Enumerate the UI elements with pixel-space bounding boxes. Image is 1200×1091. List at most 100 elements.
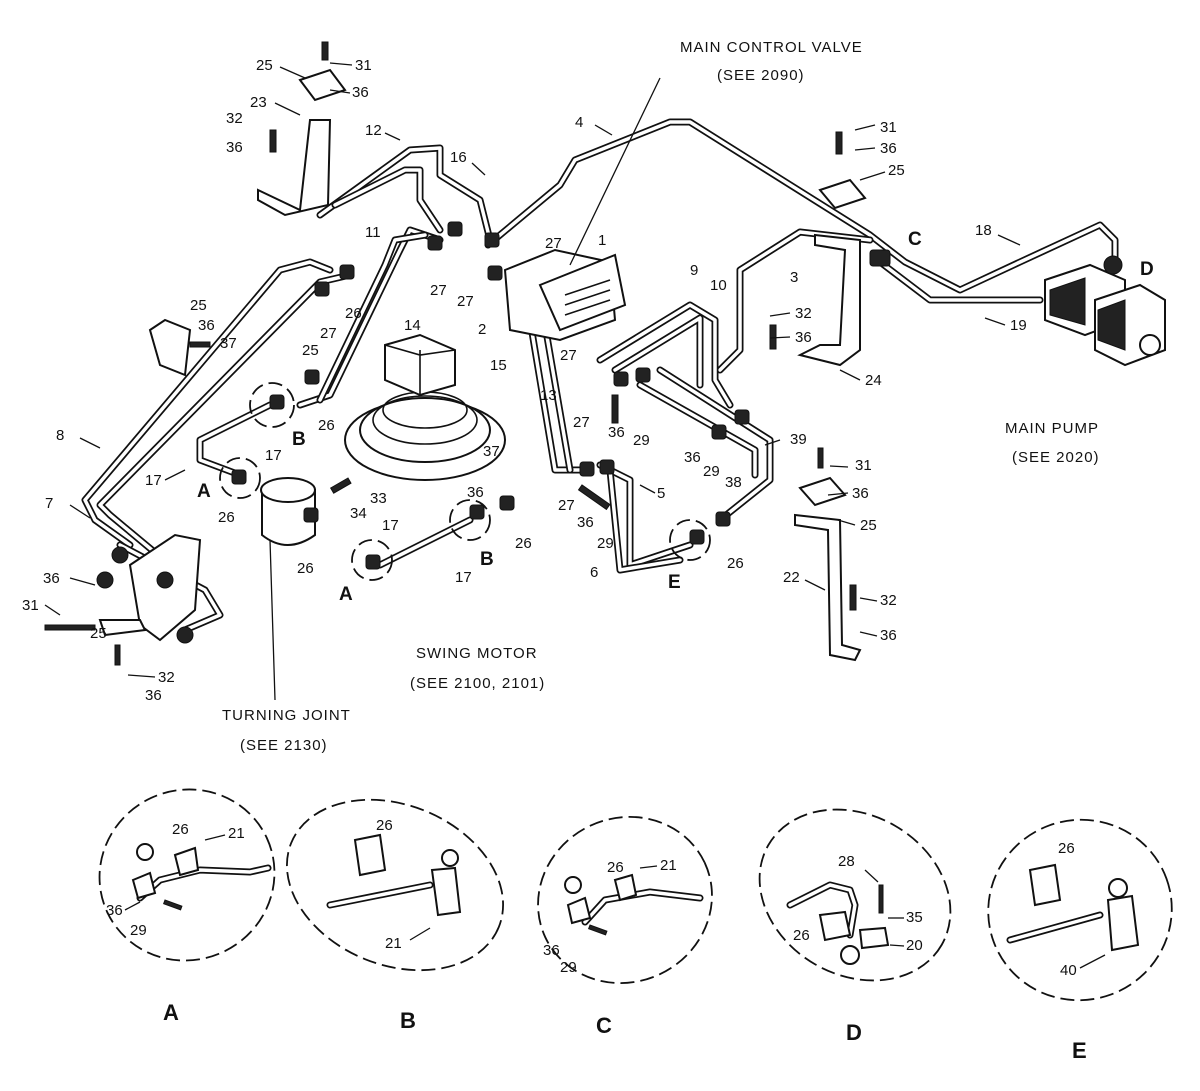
callout-label: 6 — [590, 564, 598, 581]
callout-label: 26 — [515, 535, 532, 552]
detail-e-letter: E — [1072, 1038, 1087, 1063]
detail-c-callout: 36 — [543, 942, 560, 959]
callout-label: 19 — [1010, 317, 1027, 334]
main-control-valve — [503, 248, 627, 342]
callout-label: 31 — [22, 597, 39, 614]
callout-label: 36 — [226, 139, 243, 156]
turning-joint-ref: (SEE 2130) — [240, 737, 328, 754]
detail-a-callout: 29 — [130, 922, 147, 939]
callout-label: 29 — [703, 463, 720, 480]
callout-label: 17 — [382, 517, 399, 534]
detail-c-callout: 26 — [607, 859, 624, 876]
detail-view-d: 28 35 26 20 D — [758, 808, 952, 1045]
callout-label: 31 — [880, 119, 897, 136]
callout-label: 18 — [975, 222, 992, 239]
callout-label: 25 — [256, 57, 273, 74]
connection-letter-c: C — [908, 229, 922, 250]
detail-d-callout: 28 — [838, 853, 855, 870]
callout-label: 24 — [865, 372, 882, 389]
detail-a-letter: A — [163, 1000, 179, 1025]
callout-label: 25 — [860, 517, 877, 534]
callout-label: 31 — [355, 57, 372, 74]
swing-motor — [344, 333, 506, 481]
joint-highlights — [219, 382, 711, 581]
detail-d-letter: D — [846, 1020, 862, 1045]
callout-label: 27 — [457, 293, 474, 310]
callout-label: 27 — [430, 282, 447, 299]
callout-label: 17 — [455, 569, 472, 586]
callout-label: 31 — [855, 457, 872, 474]
callout-label: 10 — [710, 277, 727, 294]
callout-label: 27 — [573, 414, 590, 431]
callout-label: 33 — [370, 490, 387, 507]
connection-letter-b-upper: B — [292, 429, 306, 450]
callout-label: 3 — [790, 269, 798, 286]
hydraulic-lines — [81, 118, 1119, 634]
bracket-23 — [257, 41, 347, 217]
callout-label: 11 — [365, 224, 381, 241]
callout-label: 36 — [684, 449, 701, 466]
callout-label: 37 — [483, 443, 500, 460]
detail-view-e: 26 40 E — [987, 818, 1173, 1063]
detail-c-callout: 21 — [660, 857, 677, 874]
detail-e-callout: 40 — [1060, 962, 1077, 979]
callout-label: 32 — [880, 592, 897, 609]
swing-motor-ref: (SEE 2100, 2101) — [410, 675, 545, 692]
callout-label: 32 — [795, 305, 812, 322]
detail-d-callout: 26 — [793, 927, 810, 944]
callout-label: 36 — [198, 317, 215, 334]
detail-b-callout: 26 — [376, 817, 393, 834]
detail-a-callout: 21 — [228, 825, 245, 842]
callout-label: 25 — [190, 297, 207, 314]
callout-numbers: 31 25 36 23 32 36 12 11 16 27 1 4 31 36 … — [22, 57, 1027, 704]
connection-letter-d: D — [1140, 259, 1154, 280]
callout-label: 16 — [450, 149, 467, 166]
callout-label: 26 — [345, 305, 362, 322]
detail-a-callout: 36 — [106, 902, 123, 919]
callout-label: 9 — [690, 262, 698, 279]
callout-label: 27 — [558, 497, 575, 514]
callout-label: 1 — [598, 232, 606, 249]
detail-view-c: 26 21 36 29 C — [537, 815, 713, 1038]
bracket-22 — [794, 476, 862, 662]
callout-label: 25 — [90, 625, 107, 642]
callout-label: 36 — [880, 627, 897, 644]
detail-view-b: 26 21 B — [286, 798, 504, 1033]
callout-label: 32 — [226, 110, 243, 127]
callout-label: 36 — [880, 140, 897, 157]
callout-label: 27 — [545, 235, 562, 252]
callout-label: 26 — [218, 509, 235, 526]
callout-label: 27 — [560, 347, 577, 364]
bracket-24 — [797, 233, 861, 367]
detail-d-callout: 35 — [906, 909, 923, 926]
main-pump-label: MAIN PUMP — [1005, 420, 1099, 437]
callout-label: 15 — [490, 357, 507, 374]
callout-label: 36 — [43, 570, 60, 587]
callout-label: 29 — [633, 432, 650, 449]
bracket-left-25 — [148, 318, 192, 377]
callout-label: 36 — [145, 687, 162, 704]
turning-joint — [260, 477, 316, 701]
callout-label: 25 — [888, 162, 905, 179]
callout-label: 17 — [265, 447, 282, 464]
connection-letter-a-upper: A — [197, 481, 211, 502]
main-pump — [1044, 263, 1166, 367]
callout-label: 36 — [352, 84, 369, 101]
detail-e-callout: 26 — [1058, 840, 1075, 857]
callout-label: 36 — [467, 484, 484, 501]
callout-label: 39 — [790, 431, 807, 448]
callout-label: 32 — [158, 669, 175, 686]
callout-label: 26 — [727, 555, 744, 572]
callout-label: 14 — [404, 317, 421, 334]
flange-connectors — [44, 129, 1123, 666]
callout-label: 26 — [297, 560, 314, 577]
connection-letter-a-lower: A — [339, 584, 353, 605]
main-control-valve-label: MAIN CONTROL VALVE — [680, 39, 863, 56]
detail-view-a: 26 21 36 29 A — [98, 788, 276, 1025]
detail-a-callout: 26 — [172, 821, 189, 838]
callout-label: 34 — [350, 505, 367, 522]
callout-label: 36 — [577, 514, 594, 531]
callout-label: 36 — [852, 485, 869, 502]
callout-label: 23 — [250, 94, 267, 111]
